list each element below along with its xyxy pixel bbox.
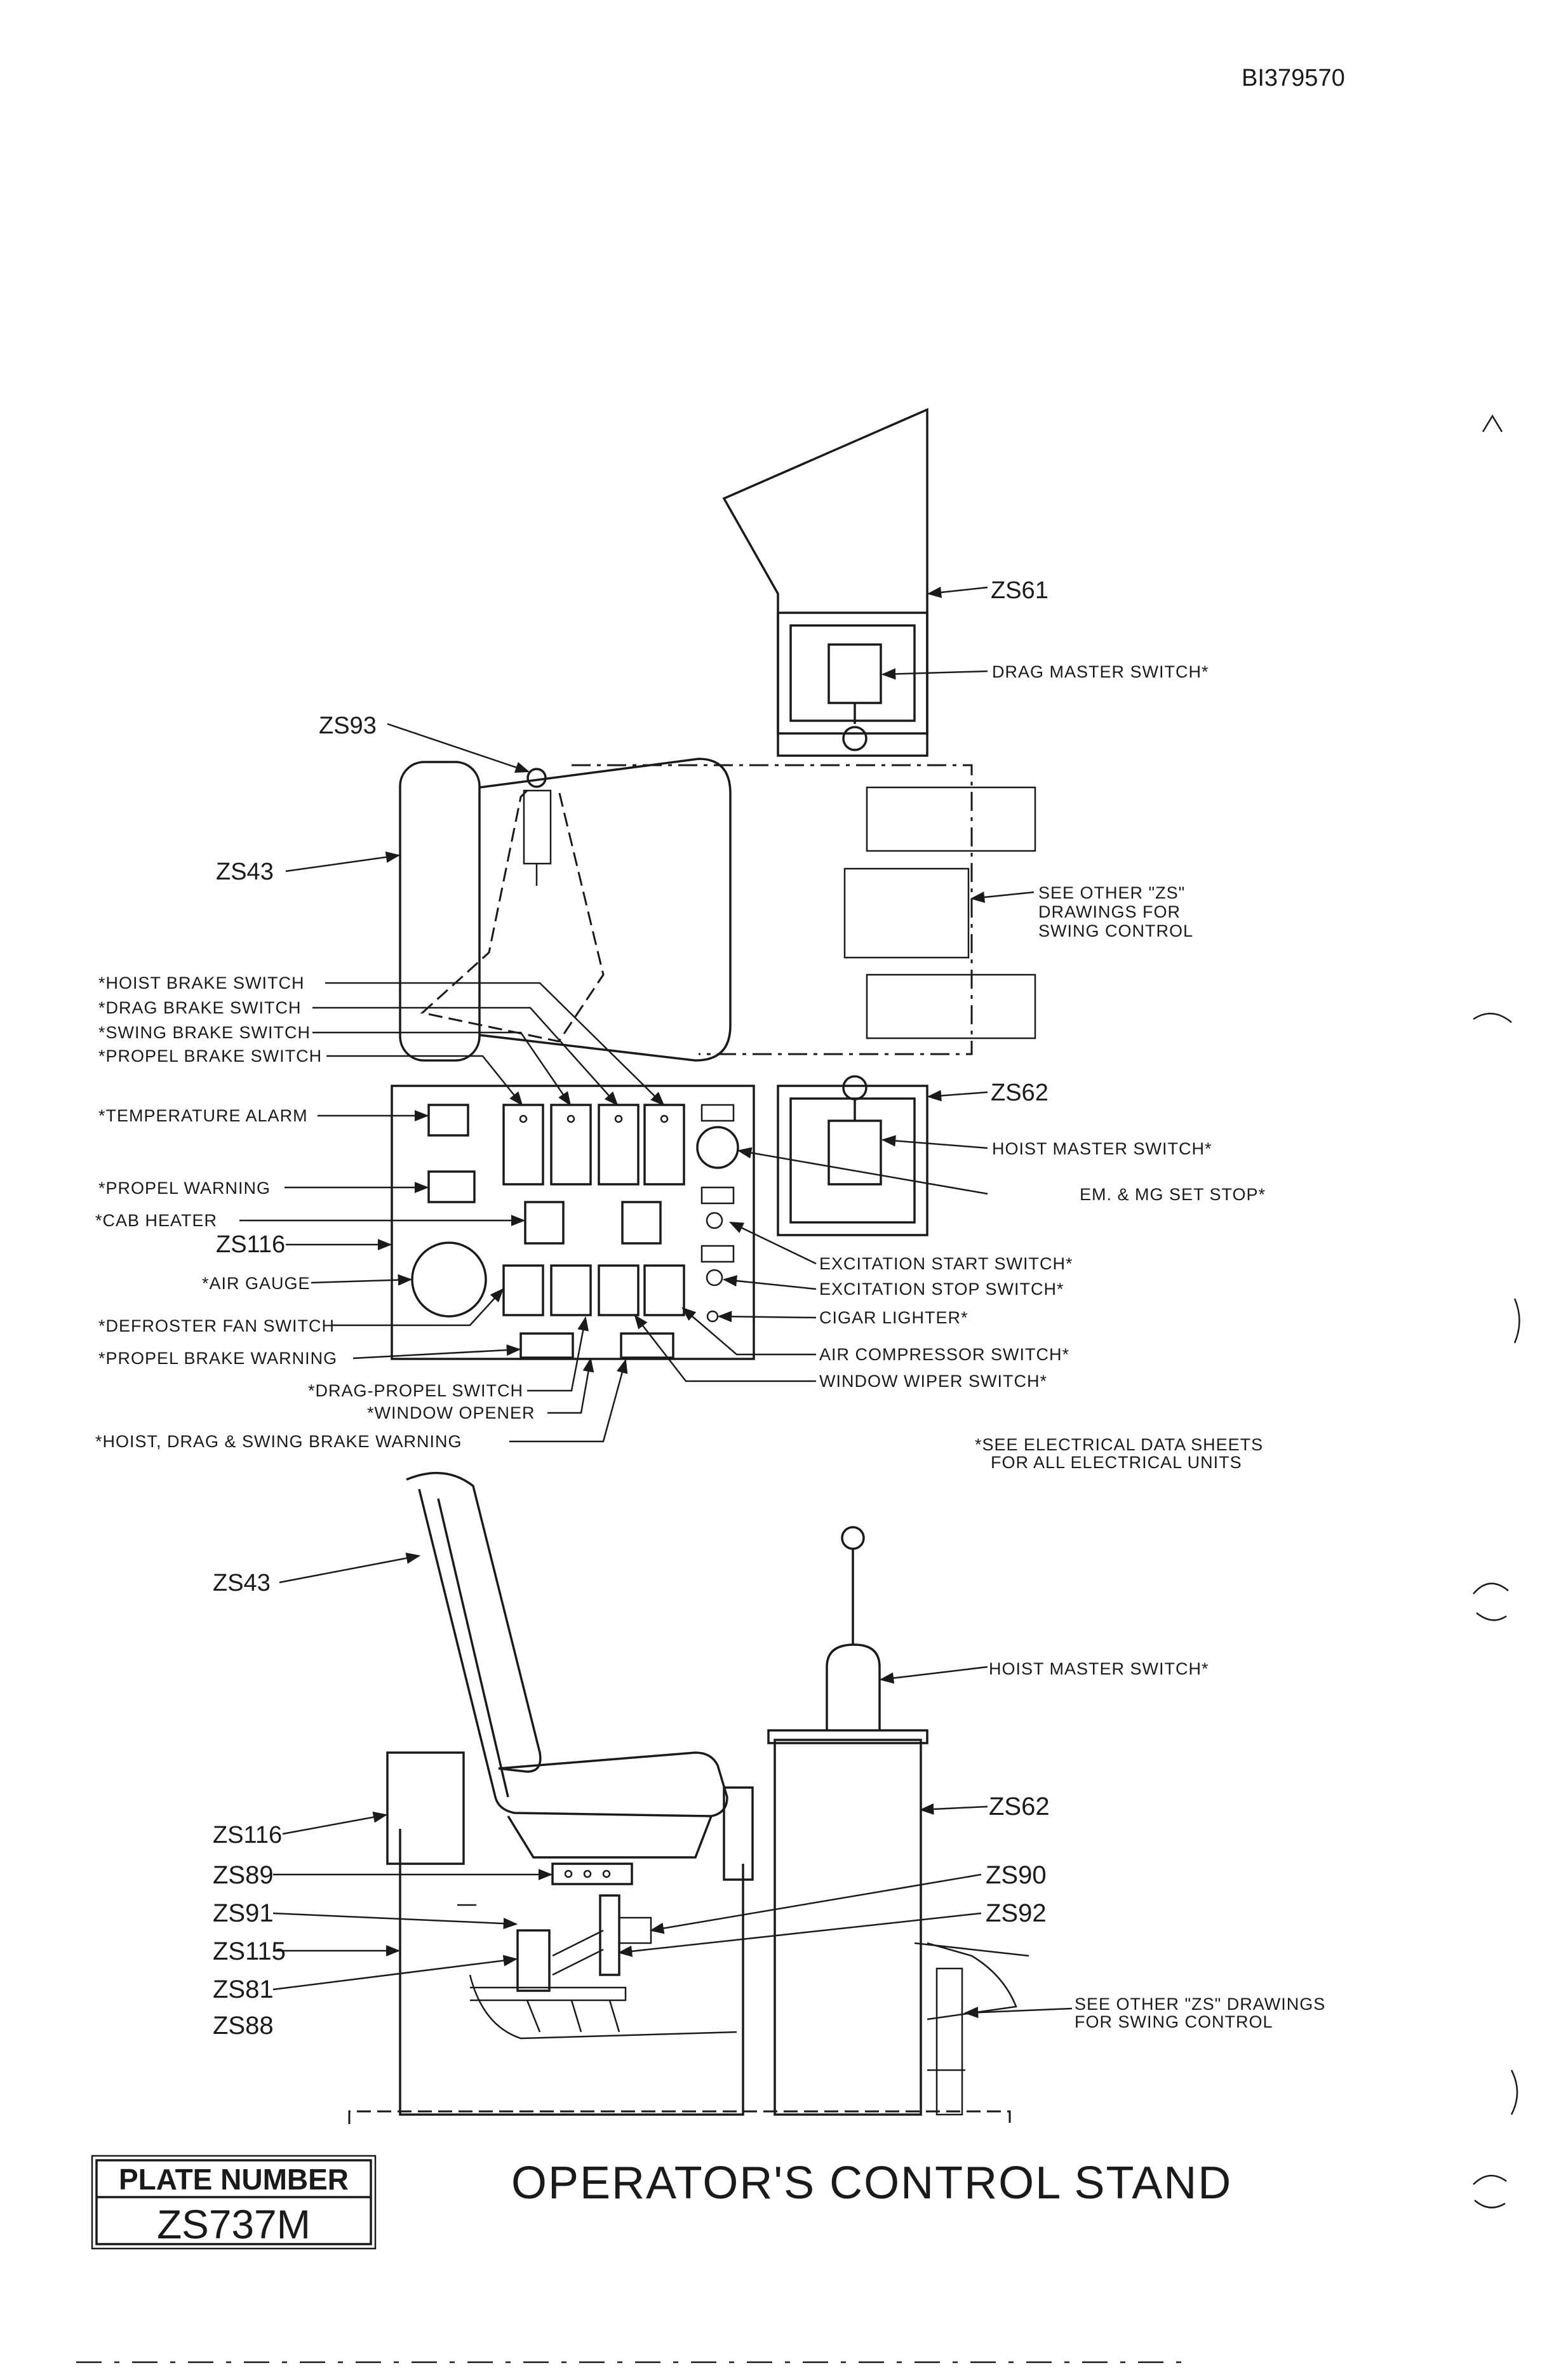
drag-master-console xyxy=(722,408,928,757)
top-view: ZS61 DRAG MASTER SWITCH* ZS93 ZS43 SEE O… xyxy=(95,408,1266,1472)
label-temperature-alarm: *TEMPERATURE ALARM xyxy=(98,1106,308,1125)
label-zs62-top: ZS62 xyxy=(991,1080,1048,1106)
label-drag-brake-switch: *DRAG BRAKE SWITCH xyxy=(98,998,302,1017)
label-zs62-side: ZS62 xyxy=(989,1793,1050,1821)
side-view-leaders xyxy=(272,1552,1073,2019)
seat-top-view xyxy=(399,758,1036,1062)
label-em-mg-set-stop: EM. & MG SET STOP* xyxy=(1080,1185,1266,1204)
instrument-panel xyxy=(391,1085,755,1360)
label-cigar-lighter: CIGAR LIGHTER* xyxy=(819,1308,968,1327)
label-zs88: ZS88 xyxy=(213,2012,274,2040)
document-id: BI379570 xyxy=(1242,65,1345,91)
plate-number-block: PLATE NUMBER ZS737M xyxy=(91,2155,377,2250)
label-window-opener: *WINDOW OPENER xyxy=(367,1403,535,1422)
label-hoist-brake-switch: *HOIST BRAKE SWITCH xyxy=(98,973,305,993)
label-hoist-master-switch-side: HOIST MASTER SWITCH* xyxy=(989,1659,1209,1678)
label-hoist-master-switch-top: HOIST MASTER SWITCH* xyxy=(992,1139,1212,1158)
drawing-title: OPERATOR'S CONTROL STAND xyxy=(511,2158,1232,2209)
label-excitation-start: EXCITATION START SWITCH* xyxy=(819,1254,1073,1273)
seat-side-view xyxy=(386,1471,754,2116)
label-window-wiper: WINDOW WIPER SWITCH* xyxy=(819,1372,1047,1391)
label-swing-brake-switch: *SWING BRAKE SWITCH xyxy=(98,1023,311,1042)
label-defroster-fan-switch: *DEFROSTER FAN SWITCH xyxy=(98,1316,335,1335)
label-drag-master-switch: DRAG MASTER SWITCH* xyxy=(992,662,1209,681)
label-zs61: ZS61 xyxy=(991,577,1048,604)
label-see-other-side-1: SEE OTHER "ZS" DRAWINGS xyxy=(1075,1995,1325,2014)
label-propel-warning: *PROPEL WARNING xyxy=(98,1179,271,1198)
label-zs89: ZS89 xyxy=(213,1861,274,1889)
label-zs92: ZS92 xyxy=(986,1899,1047,1927)
label-air-compressor: AIR COMPRESSOR SWITCH* xyxy=(819,1345,1069,1364)
hoist-master-pedestal xyxy=(767,1526,1029,2116)
label-zs116-side: ZS116 xyxy=(213,1822,282,1849)
side-view: ZS43 HOIST MASTER SWITCH* ZS116 ZS62 ZS8… xyxy=(213,1471,1325,2124)
label-zs90: ZS90 xyxy=(986,1861,1047,1889)
label-zs91: ZS91 xyxy=(213,1899,274,1927)
label-see-other-1: SEE OTHER "ZS" xyxy=(1038,883,1185,902)
hoist-master-console xyxy=(777,1075,928,1236)
label-zs115: ZS115 xyxy=(213,1937,286,1965)
label-zs81: ZS81 xyxy=(213,1976,274,2003)
label-propel-brake-warning: *PROPEL BRAKE WARNING xyxy=(98,1349,337,1368)
label-propel-brake-switch: *PROPEL BRAKE SWITCH xyxy=(98,1046,322,1066)
label-drag-propel-switch: *DRAG-PROPEL SWITCH xyxy=(308,1381,523,1400)
margin-marks xyxy=(76,414,1520,2363)
label-excitation-stop: EXCITATION STOP SWITCH* xyxy=(819,1280,1064,1299)
label-see-other-side-2: FOR SWING CONTROL xyxy=(1075,2012,1273,2031)
plate-number-value: ZS737M xyxy=(157,2202,311,2247)
plate-number-label: PLATE NUMBER xyxy=(119,2163,349,2196)
label-see-other-3: SWING CONTROL xyxy=(1038,921,1193,940)
label-zs93: ZS93 xyxy=(319,712,377,739)
label-see-other-2: DRAWINGS FOR xyxy=(1038,902,1181,921)
label-zs43-top: ZS43 xyxy=(216,859,274,885)
label-air-gauge: *AIR GAUGE xyxy=(202,1274,311,1293)
label-hoist-drag-swing-brake-warning: *HOIST, DRAG & SWING BRAKE WARNING xyxy=(95,1432,462,1451)
top-view-leaders xyxy=(239,586,1035,1443)
note-line-2: FOR ALL ELECTRICAL UNITS xyxy=(991,1453,1242,1472)
note-line-1: *SEE ELECTRICAL DATA SHEETS xyxy=(975,1435,1263,1454)
label-cab-heater: *CAB HEATER xyxy=(95,1211,217,1230)
label-zs43-side: ZS43 xyxy=(213,1570,271,1596)
label-zs116-top: ZS116 xyxy=(216,1231,285,1258)
